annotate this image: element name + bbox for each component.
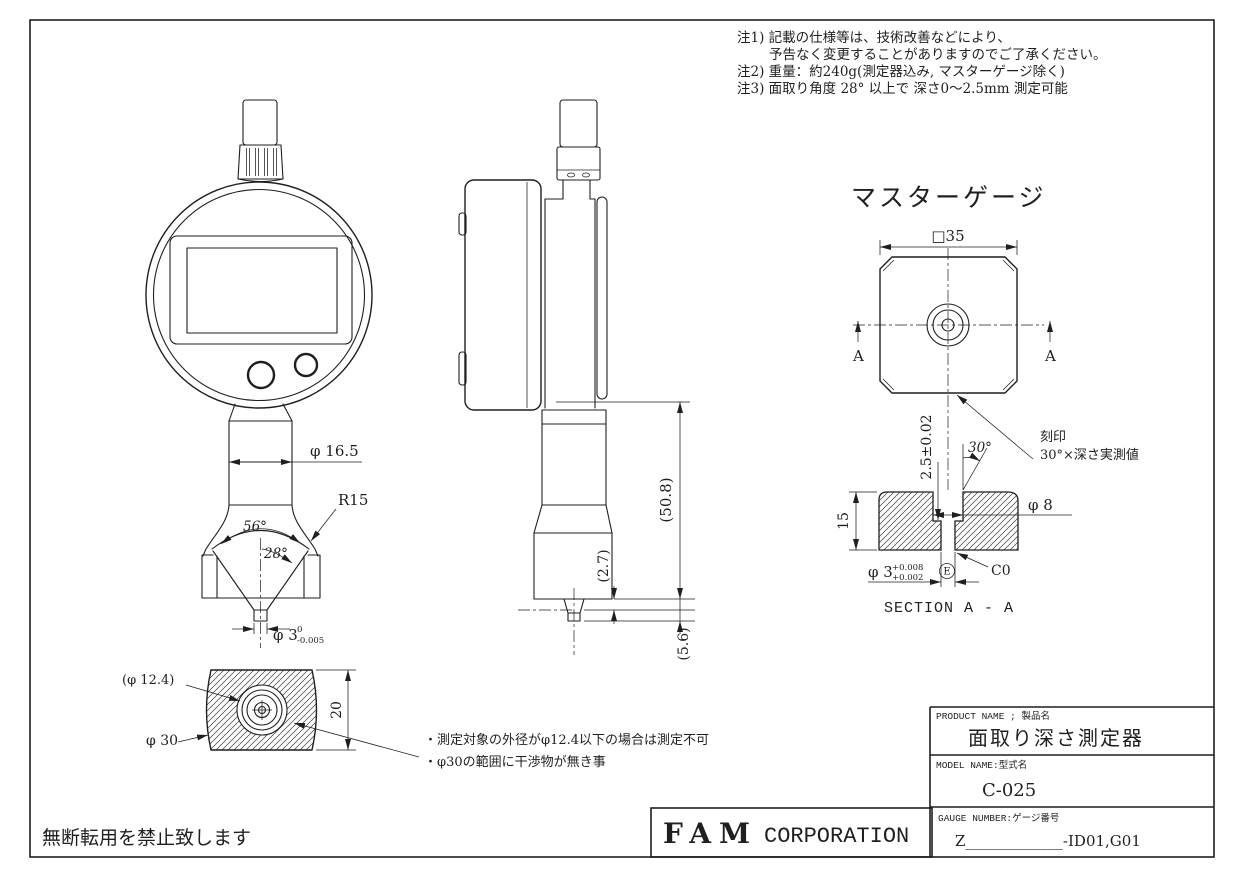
dim-angle-inner: 28°	[263, 546, 288, 562]
note-1-line-1: 注1) 記載の仕様等は、技術改善などにより、	[737, 29, 1011, 46]
company-name-bold: FAM	[663, 817, 758, 850]
dim-hole-tol-upper: +0.008	[892, 563, 923, 573]
drawing-frame	[29, 19, 1215, 858]
product-name-value: 面取り深さ測定器	[968, 726, 1144, 750]
dim-overall-height: (50.8)	[657, 477, 675, 522]
front-button-left	[246, 360, 276, 390]
bottom-note-1: ・測定対象の外径がφ12.4以下の場合は測定不可	[424, 733, 709, 748]
model-name-value: C-025	[982, 780, 1036, 801]
dim-hole-tol-lower: +0.002	[892, 573, 923, 583]
footer: 無断転用を禁止致します	[42, 827, 251, 849]
company-name-suffix: CORPORATION	[764, 824, 909, 849]
section-caption: SECTION A - A	[884, 600, 1014, 617]
dim-chamfer-c0: C0	[991, 563, 1011, 579]
side-view: (50.8) (2.7) (5.6)	[458, 99, 695, 661]
dim-step-height: (2.7)	[596, 549, 612, 582]
copyright-notice: 無断転用を禁止致します	[42, 827, 251, 849]
dim-tip-tol-lower: -0.005	[297, 636, 324, 646]
master-gauge-title: マスターゲージ	[851, 183, 1047, 212]
note-3: 注3) 面取り角度 28° 以上で 深さ0〜2.5mm 測定可能	[737, 81, 1068, 97]
dim-outer-diameter: φ 30	[146, 733, 178, 749]
dim-angle-outer: 56°	[243, 519, 267, 535]
bottom-view: (φ 12.4) φ 30 20 ・測定対象の外径がφ12.4以下の場合は測定不…	[122, 669, 709, 770]
gauge-number-value: Z_____________-ID01,G01	[955, 832, 1141, 850]
dim-stamp-angle: 30°	[968, 440, 992, 456]
dim-tip-diameter: φ 3	[273, 626, 298, 644]
gauge-number-label: GAUGE NUMBER:ゲージ番号	[938, 812, 1059, 824]
dim-gauge-height: 15	[836, 512, 852, 530]
section-marker-a-right: A	[1044, 347, 1056, 365]
product-name-label: PRODUCT NAME ; 製品名	[936, 710, 1050, 722]
dim-bore-diameter: φ 8	[1028, 496, 1053, 514]
front-button-right	[293, 352, 319, 378]
dim-contact-diameter: (φ 12.4)	[122, 673, 174, 688]
section-marker-a-left: A	[852, 347, 864, 365]
dim-tip-height: (5.6)	[676, 627, 692, 660]
model-name-label: MODEL NAME:型式名	[936, 759, 1027, 771]
master-gauge-view: マスターゲージ □35 A A 刻印 30°×深さ実測値	[851, 183, 1139, 490]
stamp-note-line-2: 30°×深さ実測値	[1040, 447, 1139, 463]
dim-square-35: □35	[931, 227, 964, 245]
notes-block: 注1) 記載の仕様等は、技術改善などにより、 予告なく変更することがありますので…	[737, 29, 1107, 97]
envelope-symbol: E	[943, 567, 950, 578]
stamp-note-line-1: 刻印	[1040, 430, 1066, 445]
dim-counterbore-depth: 2.5±0.02	[919, 414, 935, 479]
dim-hole-diameter: φ 3	[868, 563, 893, 581]
dim-width-20: 20	[329, 701, 345, 719]
front-view: φ 16.5 R15 56° 28° φ 3 0 -0.005	[145, 99, 373, 648]
dim-stem-diameter: φ 16.5	[310, 442, 359, 460]
title-block: PRODUCT NAME ; 製品名 面取り深さ測定器 MODEL NAME:型…	[650, 706, 1214, 858]
dim-tip-tol-upper: 0	[297, 625, 302, 635]
note-2: 注2) 重量：約240g(測定器込み, マスターゲージ除く)	[737, 64, 1065, 80]
dim-radius-r15: R15	[338, 491, 368, 509]
bottom-note-2: ・φ30の範囲に干渉物が無き事	[424, 755, 606, 770]
section-a-a-view: 15 2.5±0.02 30° φ 8 φ 3 +0.008 +0.002 E …	[836, 414, 1072, 617]
note-1-line-2: 予告なく変更することがありますのでご了承ください。	[769, 46, 1107, 63]
